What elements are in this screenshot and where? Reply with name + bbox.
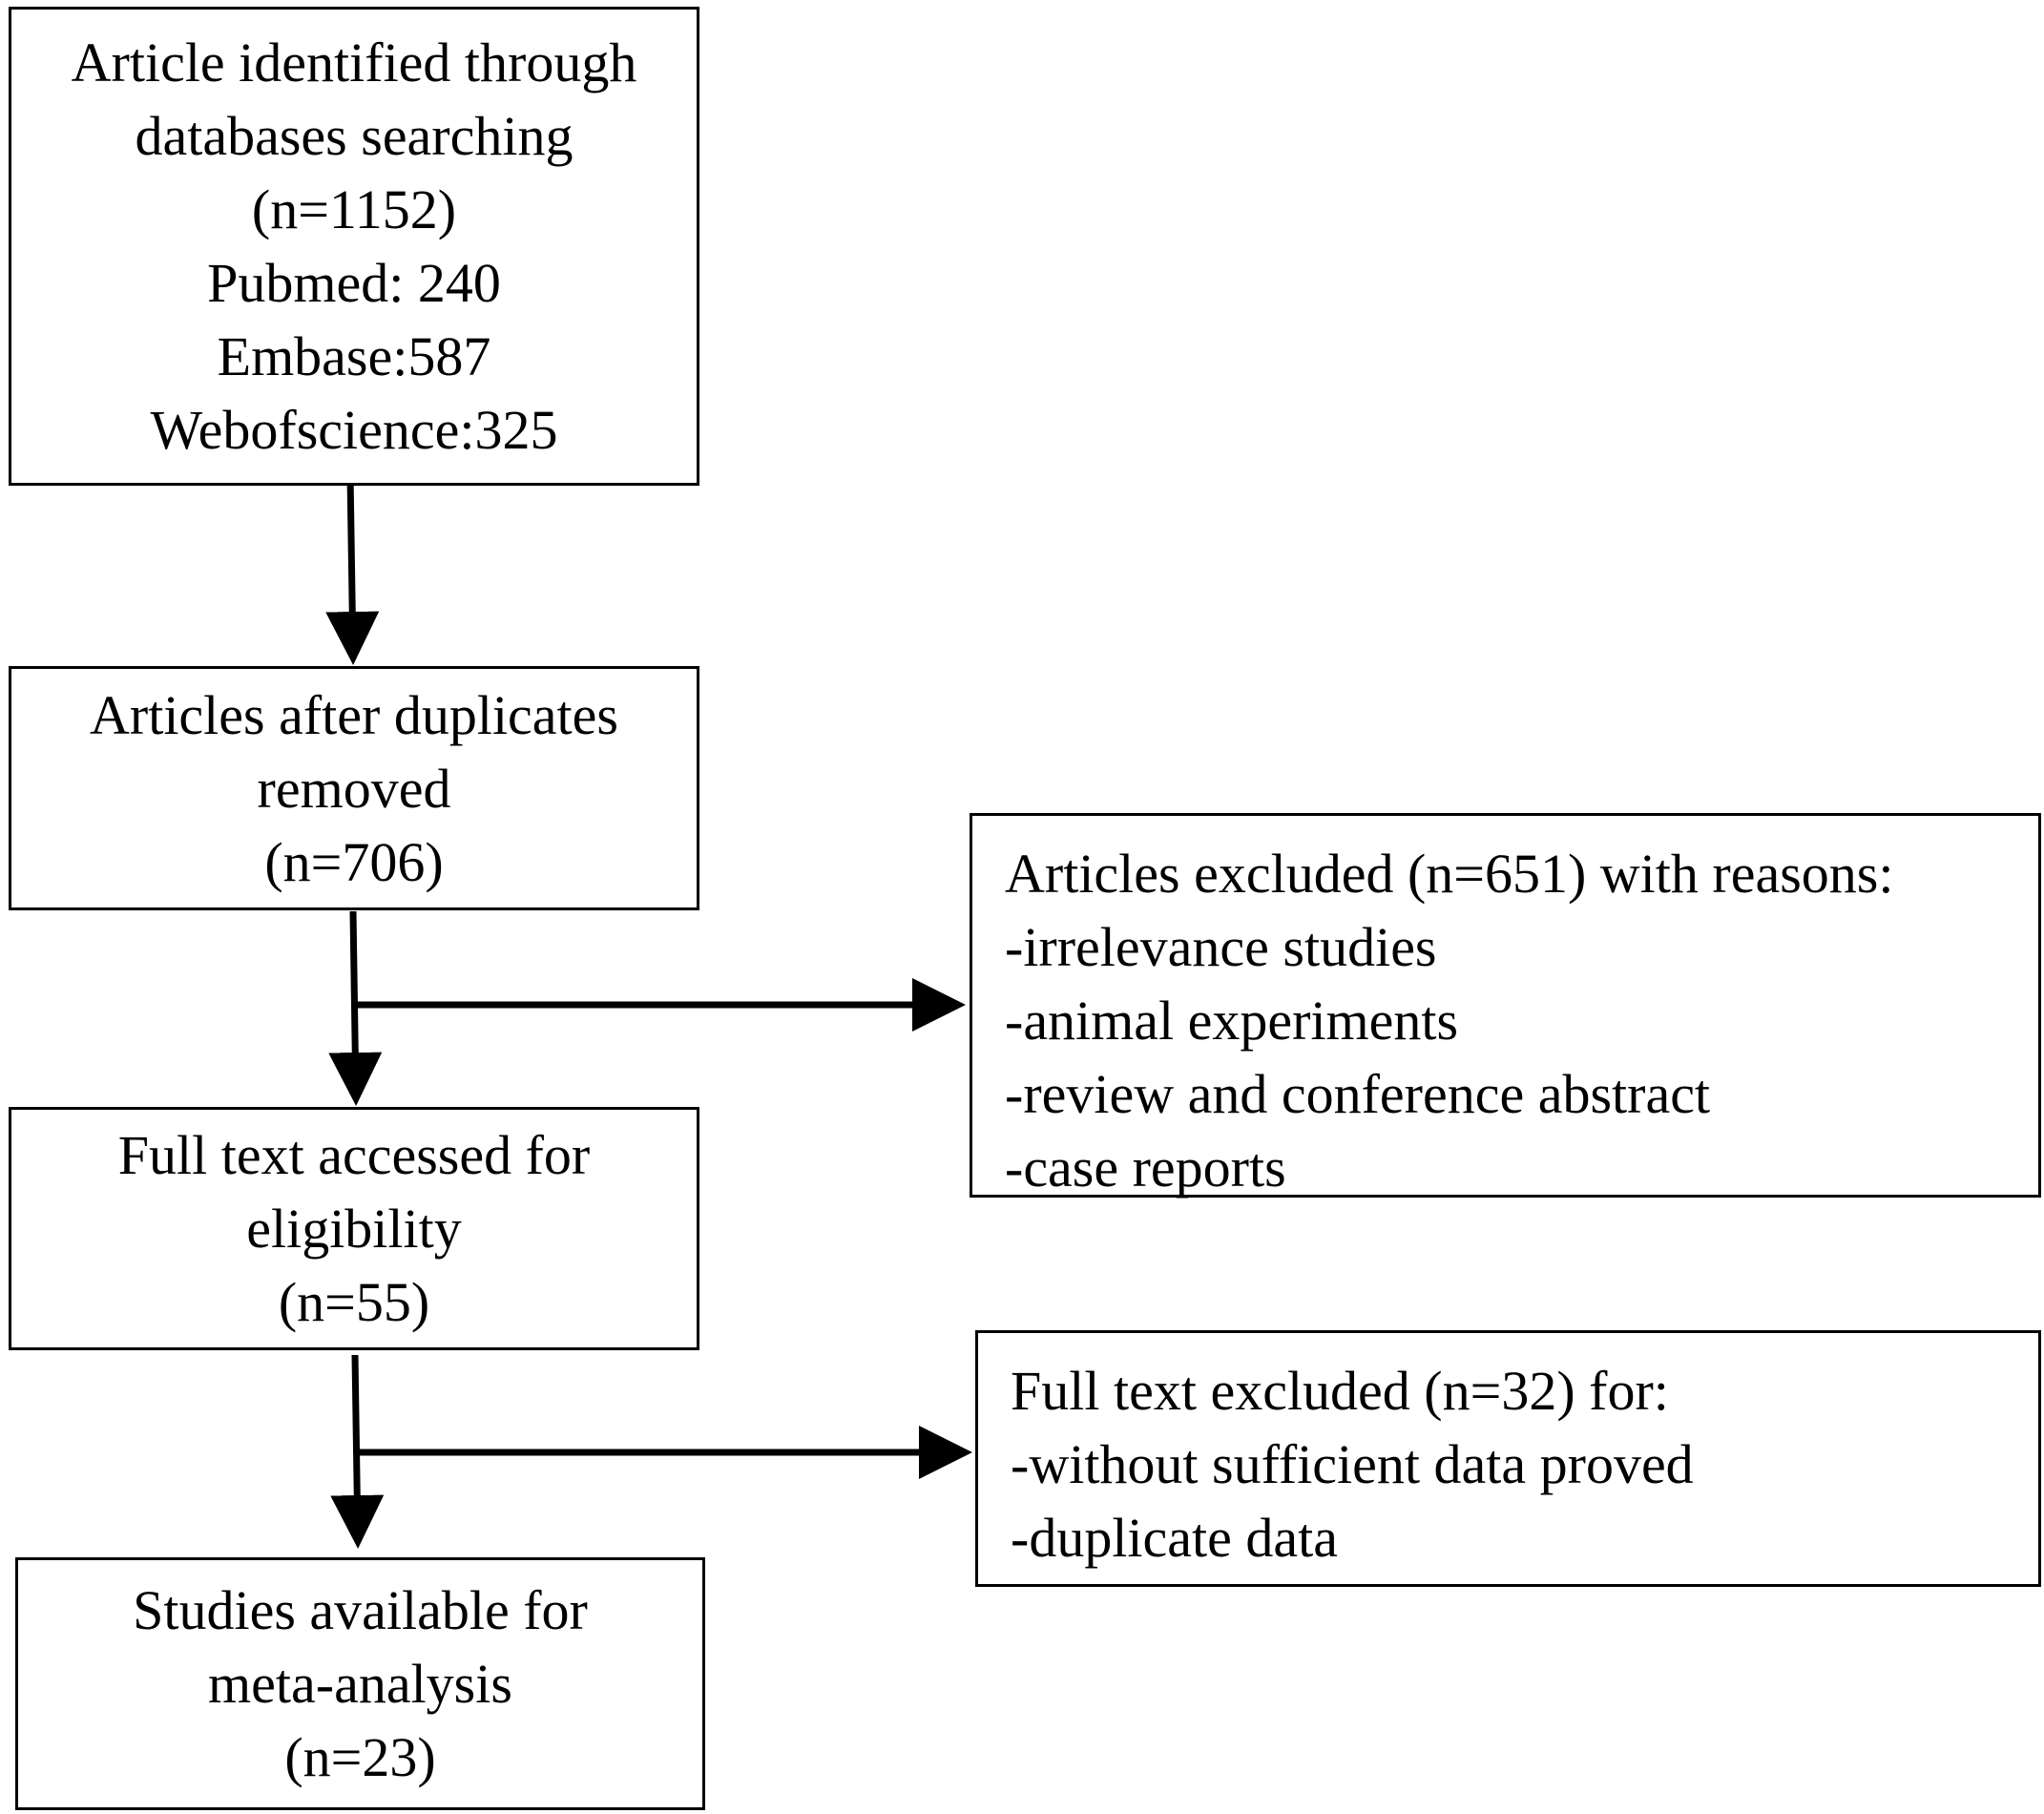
box-text-line: -without sufficient data proved [1011, 1433, 1694, 1495]
box-text-line: Articles excluded (n=651) with reasons: [1005, 843, 1894, 905]
box-text-line: Article identified through [71, 31, 637, 94]
box-full-text-assessed: Full text accessed for eligibility (n=55… [9, 1107, 699, 1350]
arrow-full-text-to-included [330, 1354, 385, 1549]
box-text-line: Embase:587 [217, 325, 491, 387]
box-text-line: databases searching [135, 105, 574, 167]
box-text-line: -duplicate data [1011, 1507, 1338, 1569]
box-text-line: (n=1152) [251, 178, 457, 240]
box-text-line: -animal experiments [1005, 990, 1459, 1052]
box-text-line: Full text excluded (n=32) for: [1011, 1360, 1669, 1422]
box-identified: Article identified through databases sea… [9, 7, 699, 486]
box-text-line: -review and conference abstract [1005, 1063, 1711, 1125]
box-after-duplicates: Articles after duplicates removed (n=706… [9, 666, 699, 910]
box-text-line: (n=55) [278, 1271, 430, 1333]
arrow-after-duplicates-to-full-text [328, 910, 383, 1106]
box-text-line: meta-analysis [208, 1653, 512, 1715]
box-text-line: -irrelevance studies [1005, 916, 1437, 978]
box-text-line: Webofscience:325 [150, 399, 558, 461]
box-text-line: Studies available for [133, 1579, 588, 1641]
box-text-line: (n=706) [264, 830, 444, 893]
box-text-line: (n=23) [284, 1726, 436, 1788]
arrow-identified-to-after-duplicates [325, 473, 380, 665]
box-text-line: Pubmed: 240 [207, 252, 501, 314]
box-text-line: Full text accessed for [117, 1124, 591, 1186]
box-excluded-full-text: Full text excluded (n=32) for: -without … [975, 1330, 2041, 1587]
box-text-line: eligibility [246, 1198, 462, 1260]
box-included: Studies available for meta-analysis (n=2… [15, 1557, 705, 1810]
box-text-line: -case reports [1005, 1136, 1286, 1199]
box-text-line: removed [257, 757, 451, 820]
box-excluded-articles: Articles excluded (n=651) with reasons: … [970, 813, 2041, 1199]
box-text-line: Articles after duplicates [90, 683, 618, 746]
